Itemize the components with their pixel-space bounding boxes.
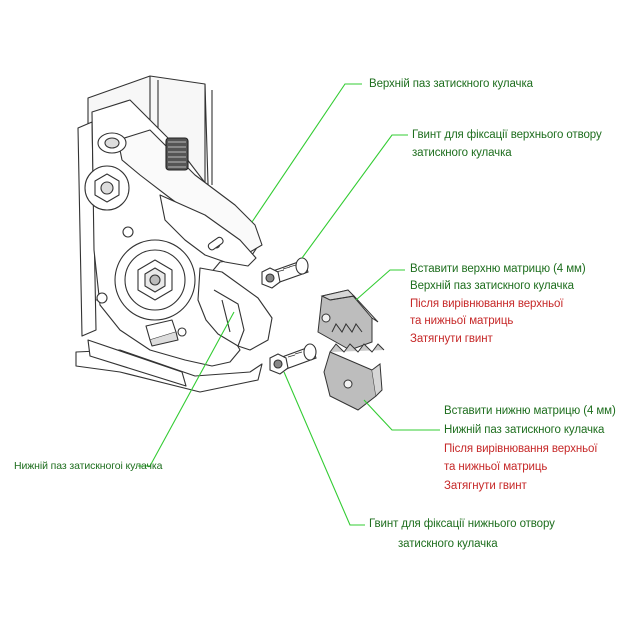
pinion-gear [165,137,189,171]
label-upper-slot: Верхній паз затискного кулачка [369,78,533,90]
upper-shaft [97,132,127,154]
label-lower-screw-line1: Гвинт для фіксації нижнього отвору [369,518,555,530]
lower-jaw-block-front [213,289,245,347]
label-upper-after-line2: та нижньої матриць [410,315,514,327]
leader-lower-slot [138,311,235,467]
upper-roller [84,165,130,211]
frame-bolt-1 [122,226,134,238]
upper-fixing-screw [261,257,309,289]
leader-upper-die [355,269,405,301]
label-lower-slot: Нижній паз затискногоі кулачка [14,460,163,472]
lower-jaw-block [197,267,273,351]
label-lower-after-line1: Після вирівнювання верхньої [444,443,598,455]
main-roller [114,239,196,321]
lower-fixing-screw [269,343,317,375]
leader-upper-screw [301,134,408,259]
label-upper-after-line1: Після вирівнювання верхньої [410,298,564,310]
label-upper-screw-line2: затискного кулачка [412,147,512,159]
frame-bolt-3 [177,327,187,337]
label-lower-after-line2: та нижньої матриць [444,461,548,473]
label-upper-screw-line1: Гвинт для фіксації верхнього отвору [412,129,602,141]
label-upper-die-line2: Верхній паз затискного кулачка [410,280,574,292]
tool-body [75,75,273,393]
leader-lines [138,83,440,526]
lower-die [323,343,385,411]
leader-lower-die [363,399,440,431]
label-upper-tighten: Затягнути гвинт [410,333,493,345]
label-lower-tighten: Затягнути гвинт [444,480,527,492]
lower-handle [87,339,187,387]
label-lower-die-line2: Нижній паз затискного кулачка [444,424,605,436]
inner-jaw-plate [159,194,257,267]
leader-upper-slot [251,83,362,223]
upper-die [317,289,379,351]
label-lower-screw-line2: затискного кулачка [398,538,498,550]
upper-jaw-slot [207,236,224,251]
rail-right [204,84,213,190]
label-upper-die-line1: Вставити верхню матрицю (4 мм) [410,263,586,275]
label-lower-die-line1: Вставити нижню матрицю (4 мм) [444,405,616,417]
frame-bolt-2 [96,292,108,304]
leader-lower-screw [283,371,365,526]
